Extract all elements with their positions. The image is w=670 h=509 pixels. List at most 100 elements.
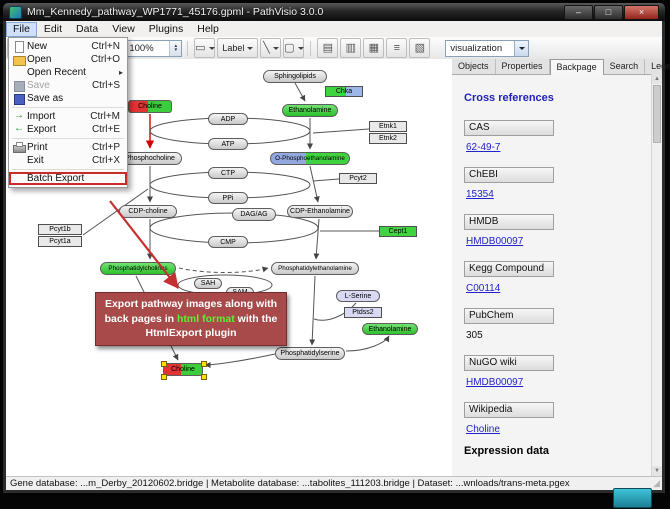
pathway-node-pcyt2[interactable]: Pcyt2 — [339, 173, 377, 184]
selection-handle[interactable] — [201, 374, 207, 380]
close-button[interactable]: × — [624, 4, 659, 20]
pathway-node-sah[interactable]: SAH — [194, 278, 222, 289]
menu-item-shortcut: Ctrl+O — [90, 54, 120, 65]
menu-item-batch-export[interactable]: Batch Export — [9, 172, 127, 185]
pathway-node-pcyt1a[interactable]: Pcyt1a — [38, 236, 82, 247]
resize-grip[interactable]: ◢ — [653, 478, 660, 488]
selection-handle[interactable] — [161, 374, 167, 380]
xref-id-chebi[interactable]: 15354 — [466, 189, 494, 200]
menu-item-label: Import — [27, 111, 56, 122]
line-tool-button[interactable]: ╲ — [260, 38, 282, 58]
pathway-node-choline[interactable]: Choline — [128, 100, 172, 113]
pathway-node-adp[interactable]: ADP — [208, 113, 248, 125]
xref-id-hmdb[interactable]: HMDB00097 — [466, 236, 524, 247]
xref-id-wikipedia[interactable]: Choline — [466, 424, 500, 435]
pathway-node-atp[interactable]: ATP — [208, 138, 248, 150]
scroll-up-icon[interactable]: ▲ — [652, 74, 662, 84]
menubar-item-file[interactable]: File — [6, 21, 37, 37]
pathway-node-phosphatidylserine[interactable]: Phosphatidylserine — [275, 347, 345, 360]
group-button[interactable]: ▧ — [409, 38, 431, 58]
pathway-node-sphingolipids[interactable]: Sphingolipids — [263, 70, 327, 83]
zoom-spinner[interactable]: ▲▼ — [169, 40, 182, 56]
menu-item-label: Save — [27, 80, 50, 91]
label-tool-button[interactable]: Label — [217, 38, 259, 58]
tab-search[interactable]: Search — [604, 59, 646, 74]
menu-item-shortcut: Ctrl+N — [91, 41, 120, 52]
taskbar-icon[interactable] — [613, 488, 652, 508]
xref-id-kegg-compound[interactable]: C00114 — [466, 283, 501, 294]
distribute-button[interactable]: ▦ — [363, 38, 385, 58]
menu-separator — [12, 138, 124, 139]
selection-handle[interactable] — [161, 361, 167, 367]
pathway-node-o-phosphoethanolamine[interactable]: O-Phosphoethanolamine — [270, 152, 350, 165]
menu-item-label: New — [27, 41, 48, 52]
annotation-highlight: html format — [177, 312, 235, 325]
menu-item-new[interactable]: New Ctrl+N — [9, 40, 127, 53]
pathway-node-etnk2[interactable]: Etnk2 — [369, 133, 407, 144]
menubar-item-plugins[interactable]: Plugins — [148, 22, 184, 35]
pathway-node-cept1[interactable]: Cept1 — [379, 226, 417, 237]
xref-source-wikipedia: Wikipedia — [464, 402, 554, 418]
title-bar[interactable]: Mm_Kennedy_pathway_WP1771_45176.gpml - P… — [3, 3, 665, 21]
chevron-down-icon — [514, 40, 529, 56]
tab-properties[interactable]: Properties — [496, 59, 550, 74]
menubar-item-help[interactable]: Help — [197, 22, 219, 35]
scroll-down-icon[interactable]: ▼ — [652, 466, 662, 476]
scrollbar-thumb[interactable] — [653, 85, 661, 143]
zoom-combobox[interactable]: 100% ▲▼ — [124, 39, 183, 57]
stack-button[interactable]: ≡ — [386, 38, 408, 58]
xref-source-nugo-wiki: NuGO wiki — [464, 355, 554, 371]
minimize-button[interactable]: – — [564, 4, 593, 20]
pathway-node-cdp-choline[interactable]: CDP-choline — [119, 205, 177, 218]
menubar-item-view[interactable]: View — [112, 22, 135, 35]
xref-source-kegg-compound: Kegg Compound — [464, 261, 554, 277]
annotation-text: Export pathway images along with back pa… — [104, 297, 278, 325]
pathway-node-ctp[interactable]: CTP — [208, 167, 248, 179]
pathway-node-chka[interactable]: Chka — [325, 86, 363, 97]
datanode-tool-button[interactable]: ▭ — [194, 38, 216, 58]
visualization-combobox[interactable]: visualization — [445, 39, 530, 57]
pathway-edges — [82, 82, 390, 368]
pathway-node-etnk1[interactable]: Etnk1 — [369, 121, 407, 132]
status-text: Gene database: ...m_Derby_20120602.bridg… — [10, 478, 570, 489]
pathway-node-phosphatidylethanolamine[interactable]: Phosphatidylethanolamine — [271, 262, 359, 275]
disk-icon — [12, 80, 27, 92]
pathway-node-cmp[interactable]: CMP — [208, 236, 248, 248]
pathway-node-ethanolamine[interactable]: Ethanolamine — [362, 323, 418, 335]
align-horizontal-button[interactable]: ▤ — [317, 38, 339, 58]
xref-id-nugo-wiki[interactable]: HMDB00097 — [466, 377, 524, 388]
pathway-node-ptdss2[interactable]: Ptdss2 — [344, 307, 382, 318]
pathway-node-dag-ag[interactable]: DAG/AG — [232, 208, 276, 221]
pathway-node-choline[interactable]: Choline — [161, 361, 207, 380]
pathway-node-cdp-ethanolamine[interactable]: CDP-Ethanolamine — [287, 205, 353, 218]
window-title: Mm_Kennedy_pathway_WP1771_45176.gpml - P… — [27, 6, 324, 18]
selection-handle[interactable] — [201, 361, 207, 367]
tab-objects[interactable]: Objects — [452, 59, 496, 74]
pathway-node-phosphatidylcholines[interactable]: Phosphatidylcholines — [100, 262, 176, 275]
tab-legend[interactable]: Legend — [645, 59, 670, 74]
menu-item-save-as[interactable]: Save as — [9, 92, 127, 105]
pathway-node-l-serine[interactable]: L-Serine — [336, 290, 380, 302]
menubar-item-data[interactable]: Data — [76, 22, 99, 35]
align-vertical-button[interactable]: ▥ — [340, 38, 362, 58]
menu-separator — [12, 169, 124, 170]
tab-backpage[interactable]: Backpage — [549, 59, 604, 75]
menubar-item-edit[interactable]: Edit — [43, 22, 63, 35]
pathway-node-ppi[interactable]: PPi — [208, 192, 248, 204]
pathway-node-pcyt1b[interactable]: Pcyt1b — [38, 224, 82, 235]
pathway-node-ethanolamine[interactable]: Ethanolamine — [282, 104, 338, 117]
shape-tool-button[interactable]: ▢ — [283, 38, 305, 58]
xref-id-cas[interactable]: 62-49-7 — [466, 142, 501, 153]
maximize-button[interactable]: □ — [594, 4, 623, 20]
panel-scrollbar[interactable]: ▲ ▼ — [651, 74, 662, 476]
menu-item-open-recent[interactable]: Open Recent — [9, 66, 127, 79]
